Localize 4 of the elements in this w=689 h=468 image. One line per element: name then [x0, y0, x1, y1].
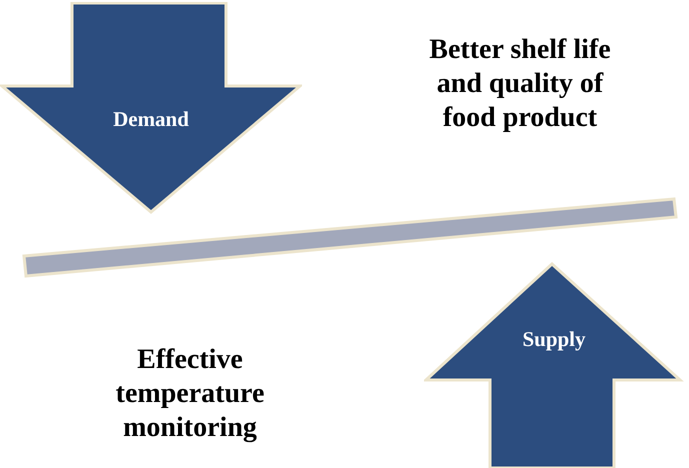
caption-text: Effective temperature monitoring [114, 343, 266, 445]
arrow-label: Supply [521, 327, 587, 352]
arrow-label: Demand [112, 107, 190, 132]
caption-text: Better shelf life and quality of food product [428, 33, 612, 135]
